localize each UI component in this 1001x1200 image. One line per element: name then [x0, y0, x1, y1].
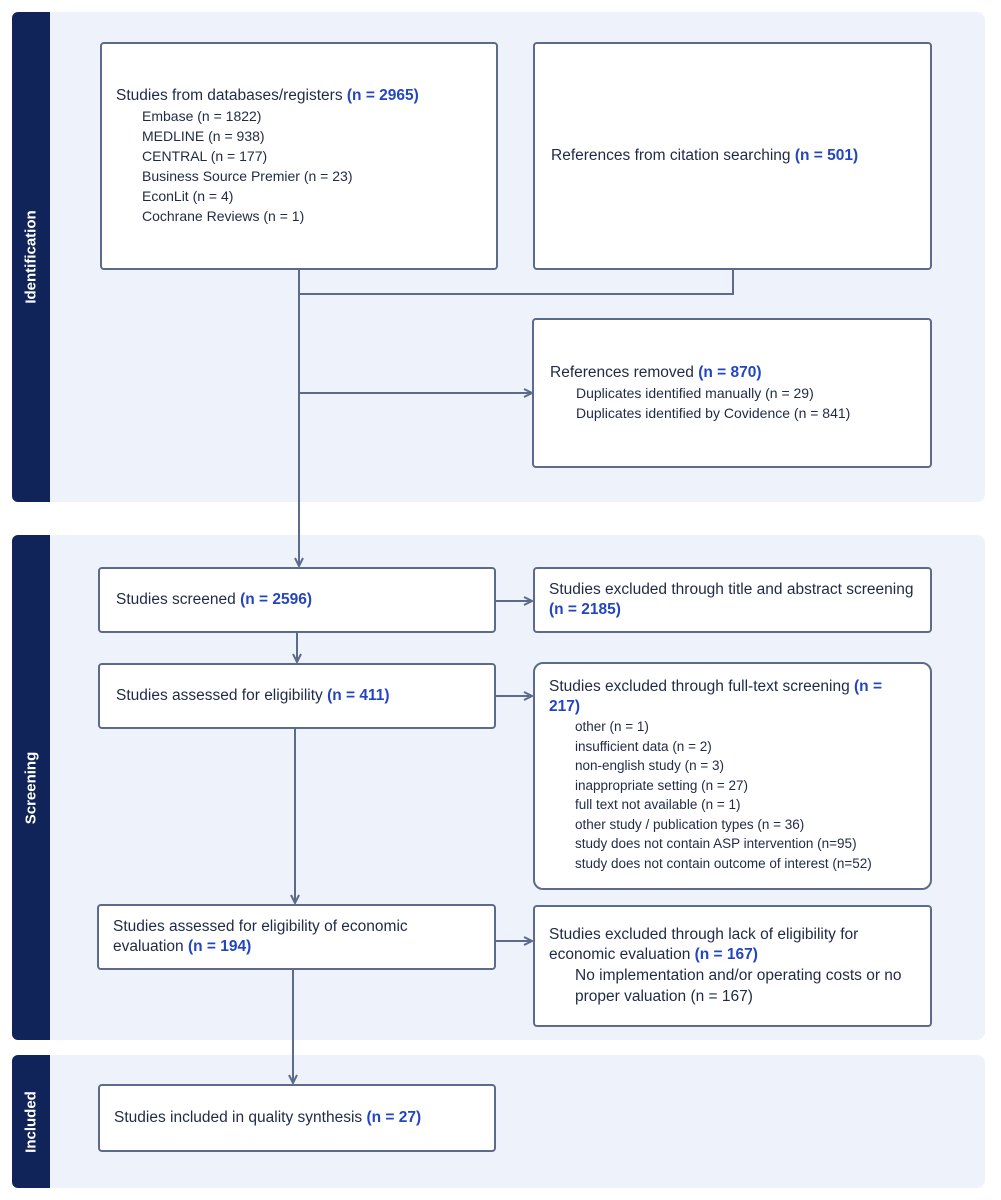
exclusion-reason: inappropriate setting (n = 27) — [575, 777, 748, 793]
exclusion-reason: study does not contain outcome of intere… — [575, 855, 872, 871]
eligibility-title-text: Studies assessed for eligibility — [116, 687, 328, 704]
citation-box: References from citation searching (n = … — [533, 42, 932, 270]
databases-box: Studies from databases/registers (n = 29… — [100, 42, 498, 270]
excluded-economic-text: Studies excluded through lack of eligibi… — [549, 926, 859, 963]
removed-count: (n = 870) — [698, 364, 762, 381]
included-box: Studies included in quality synthesis (n… — [98, 1084, 496, 1152]
citation-count: (n = 501) — [794, 147, 859, 164]
included-title-text: Studies included in quality synthesis — [114, 1109, 367, 1126]
databases-count: (n = 2965) — [346, 87, 419, 104]
economic-count: (n = 194) — [187, 938, 252, 955]
exclusion-reason: other (n = 1) — [575, 719, 649, 734]
economic-box: Studies assessed for eligibility of econ… — [97, 904, 496, 970]
screened-title-text: Studies screened — [116, 591, 241, 608]
excluded-fulltext-box: Studies excluded through full-text scree… — [533, 662, 932, 890]
screened-title: Studies screened (n = 2596) — [116, 590, 478, 610]
excluded-fulltext-title: Studies excluded through full-text scree… — [549, 677, 916, 717]
databases-title-text: Studies from databases/registers — [116, 87, 347, 104]
excluded-economic-box: Studies excluded through lack of eligibi… — [533, 905, 932, 1027]
identification-bar: Identification — [12, 12, 50, 502]
excluded-title-abstract-text: Studies excluded through title and abstr… — [549, 581, 914, 598]
removed-item: Duplicates identified by Covidence (n = … — [576, 405, 851, 421]
exclusion-reason: study does not contain ASP intervention … — [575, 836, 857, 851]
merge-connector — [298, 268, 734, 295]
database-item: MEDLINE (n = 938) — [142, 128, 265, 144]
exclusion-reason: insufficient data (n = 2) — [575, 738, 712, 754]
database-item: Embase (n = 1822) — [142, 108, 262, 124]
economic-title-text: Studies assessed for eligibility of econ… — [113, 918, 408, 955]
included-bar: Included — [12, 1055, 50, 1188]
excluded-economic-count: (n = 167) — [694, 946, 758, 963]
exclusion-reason: non-english study (n = 3) — [575, 758, 724, 773]
excluded-economic-reason: No implementation and/or operating costs… — [575, 967, 902, 1005]
citation-title: References from citation searching (n = … — [551, 146, 914, 166]
screening-bar: Screening — [12, 535, 50, 1040]
removed-item: Duplicates identified manually (n = 29) — [576, 385, 814, 401]
removed-title: References removed (n = 870) — [550, 363, 914, 383]
database-item: EconLit (n = 4) — [142, 188, 234, 204]
eligibility-title: Studies assessed for eligibility (n = 41… — [116, 686, 478, 706]
database-item: Business Source Premier (n = 23) — [142, 168, 353, 184]
excluded-fulltext-text: Studies excluded through full-text scree… — [549, 678, 855, 695]
exclusion-reason: full text not available (n = 1) — [575, 797, 741, 812]
eligibility-box: Studies assessed for eligibility (n = 41… — [98, 663, 496, 729]
excluded-title-abstract-box: Studies excluded through title and abstr… — [533, 567, 932, 633]
economic-title: Studies assessed for eligibility of econ… — [113, 917, 480, 957]
database-item: CENTRAL (n = 177) — [142, 148, 268, 164]
eligibility-count: (n = 411) — [327, 687, 390, 704]
screened-box: Studies screened (n = 2596) — [98, 567, 496, 633]
included-title: Studies included in quality synthesis (n… — [114, 1108, 480, 1128]
database-item: Cochrane Reviews (n = 1) — [142, 208, 305, 224]
included-count: (n = 27) — [366, 1109, 422, 1126]
removed-box: References removed (n = 870) Duplicates … — [532, 318, 932, 468]
excluded-title-abstract-title: Studies excluded through title and abstr… — [549, 580, 916, 620]
excluded-economic-title: Studies excluded through lack of eligibi… — [549, 925, 916, 965]
databases-title: Studies from databases/registers (n = 29… — [116, 86, 482, 106]
excluded-title-abstract-count: (n = 2185) — [549, 601, 621, 618]
excluded-fulltext-count: (n = 217) — [549, 678, 883, 715]
exclusion-reason: other study / publication types (n = 36) — [575, 816, 805, 832]
removed-title-text: References removed — [550, 364, 699, 381]
screened-count: (n = 2596) — [240, 591, 313, 608]
citation-title-text: References from citation searching — [551, 147, 795, 164]
